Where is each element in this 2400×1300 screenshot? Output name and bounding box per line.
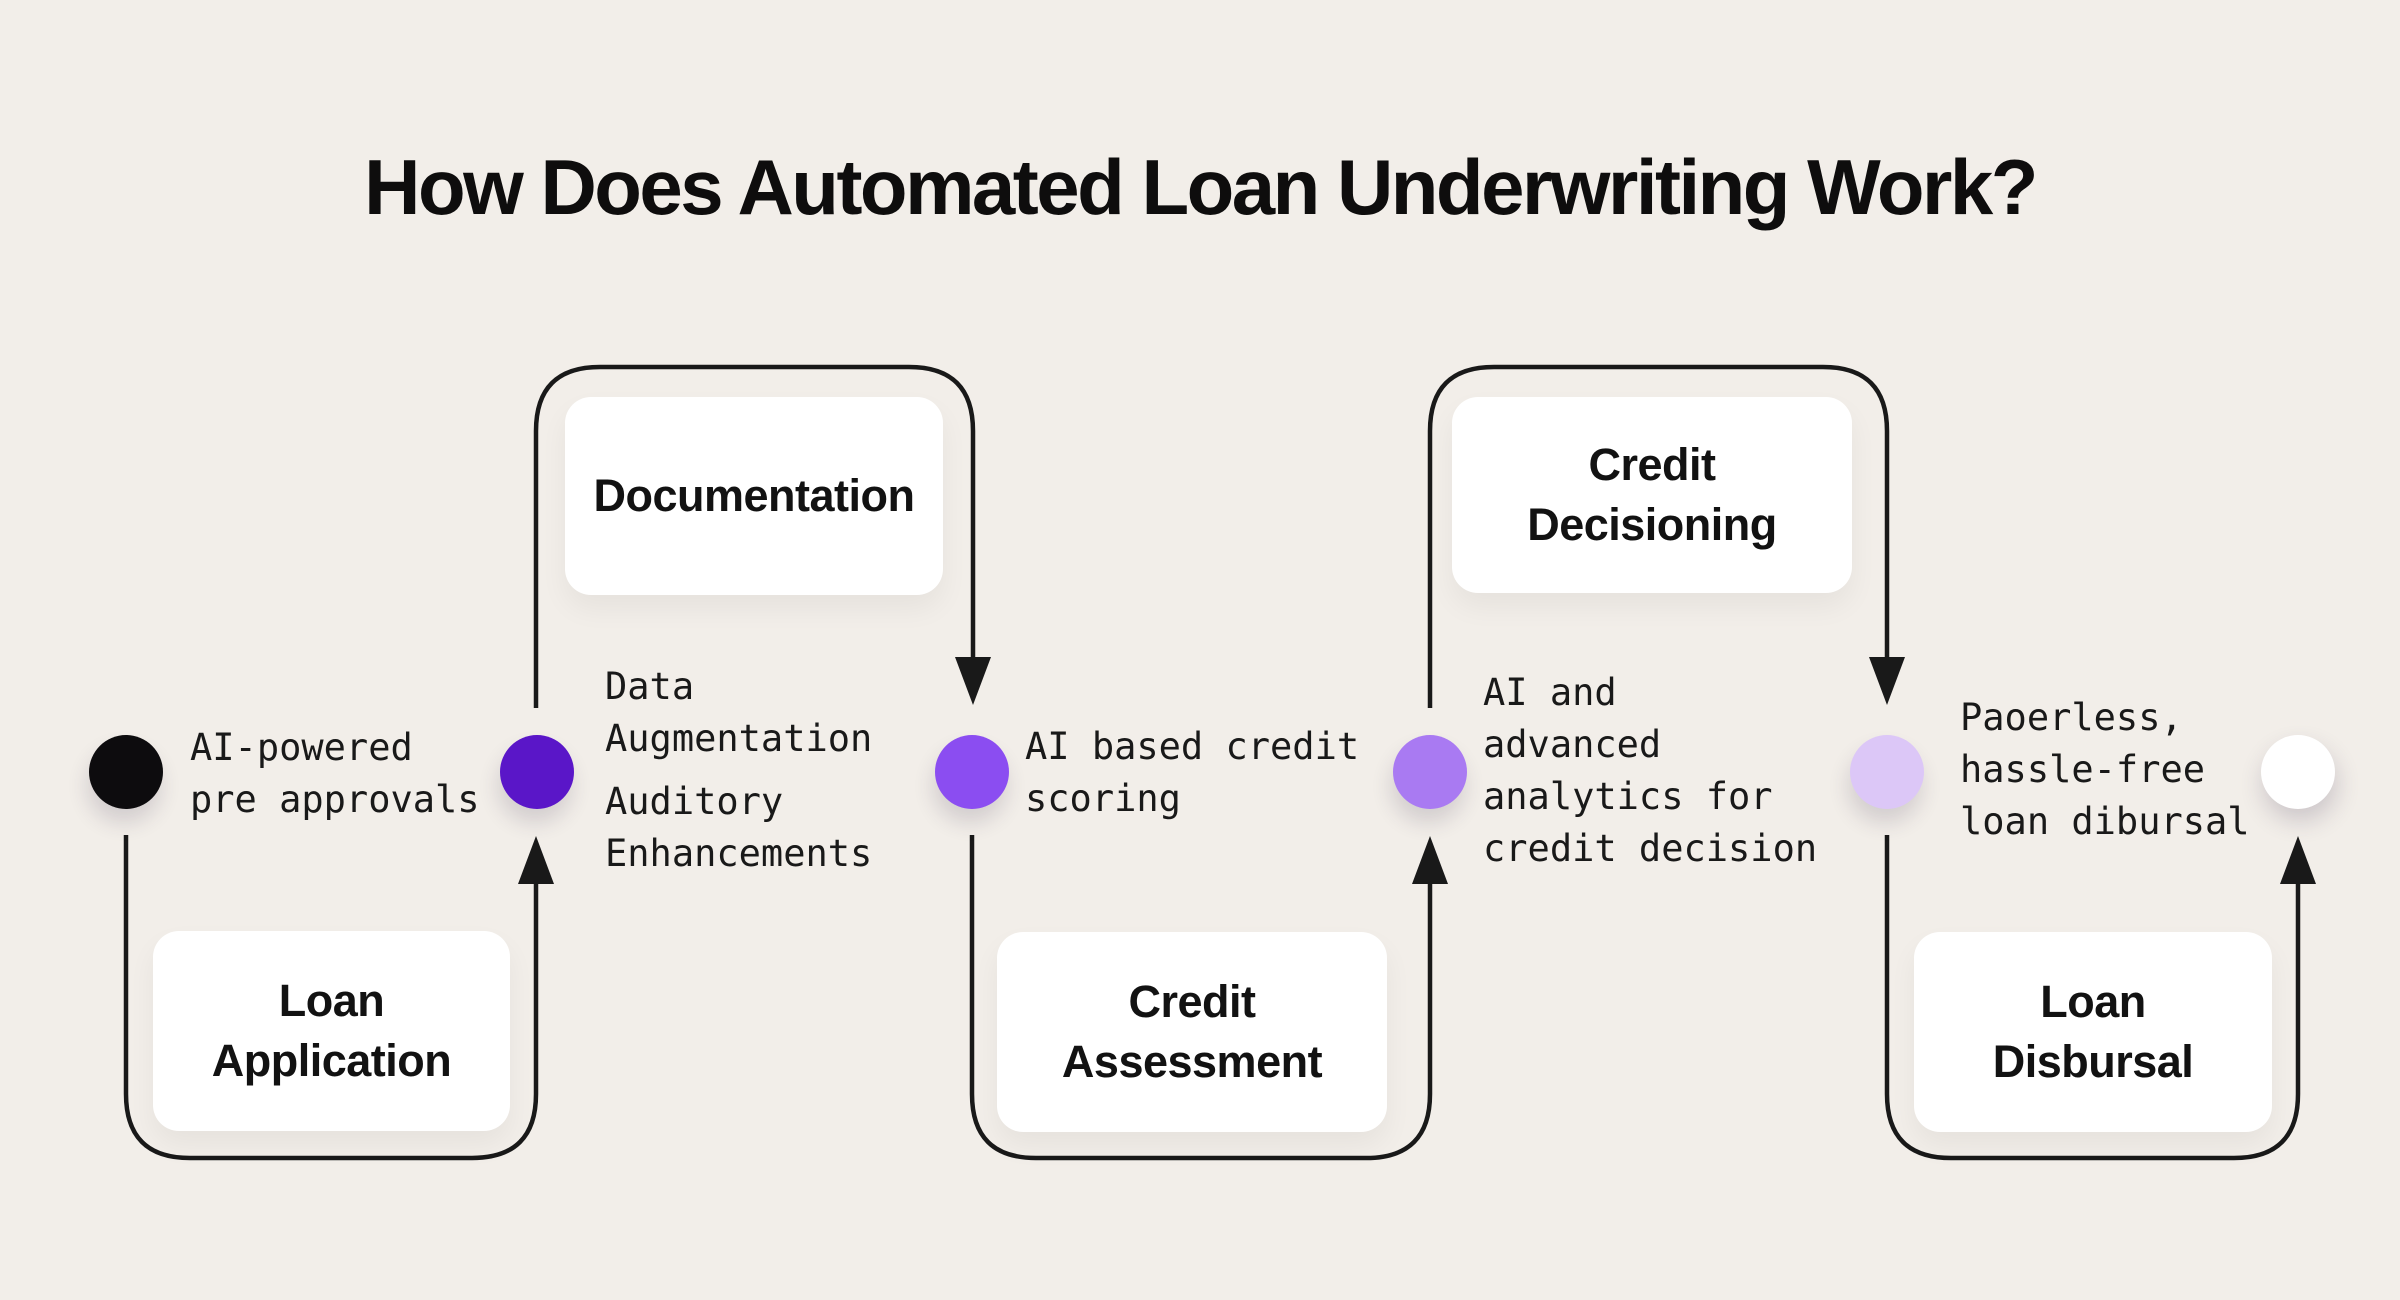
arrowhead-down-icon — [955, 657, 991, 705]
arrowhead-down-icon — [1869, 657, 1905, 705]
stage-card-credit-assessment: Credit Assessment — [997, 932, 1387, 1132]
stage-card-loan-application: Loan Application — [153, 931, 510, 1131]
arrowhead-up-icon — [518, 836, 554, 884]
stage-label-credit-decisioning: Credit Decisioning — [1527, 439, 1777, 550]
connector-credit-assessment — [969, 835, 1433, 1161]
stage-card-documentation: Documentation — [565, 397, 943, 595]
step-dot-loan-disbursal — [1850, 735, 1924, 809]
arrowhead-up-icon — [2280, 836, 2316, 884]
note-data-augmentation: Data Augmentation — [605, 665, 873, 760]
stage-label-credit-assessment: Credit Assessment — [1061, 976, 1323, 1087]
step-dot-credit-assessment — [935, 735, 1009, 809]
arrowhead-up-icon — [1412, 836, 1448, 884]
step-dot-end — [2261, 735, 2335, 809]
step-dot-credit-decisioning — [1393, 735, 1467, 809]
stage-label-loan-application: Loan Application — [211, 975, 452, 1086]
note-pre-approvals: AI-powered pre approvals — [190, 726, 480, 821]
connector-credit-decisioning — [1427, 364, 1890, 708]
connector-documentation — [533, 364, 976, 708]
page-title: How Does Automated Loan Underwriting Wor… — [364, 143, 2038, 231]
note-ai-credit-scoring: AI based credit scoring — [1025, 725, 1360, 820]
step-dot-start — [89, 735, 163, 809]
connector-loan-disbursal — [1884, 835, 2301, 1161]
stage-card-loan-disbursal: Loan Disbursal — [1914, 932, 2272, 1132]
stage-label-documentation: Documentation — [593, 470, 915, 521]
note-paperless-disbursal: Paoerless, hassle-free loan dibursal — [1960, 696, 2250, 843]
stage-label-loan-disbursal: Loan Disbursal — [1992, 976, 2194, 1087]
stage-card-credit-decisioning: Credit Decisioning — [1452, 397, 1852, 593]
note-advanced-analytics: AI and advanced analytics for credit dec… — [1483, 671, 1818, 870]
connector-loan-application — [123, 835, 539, 1161]
step-dot-documentation — [500, 735, 574, 809]
note-auditory-enhancements: Auditory Enhancements — [605, 780, 873, 875]
